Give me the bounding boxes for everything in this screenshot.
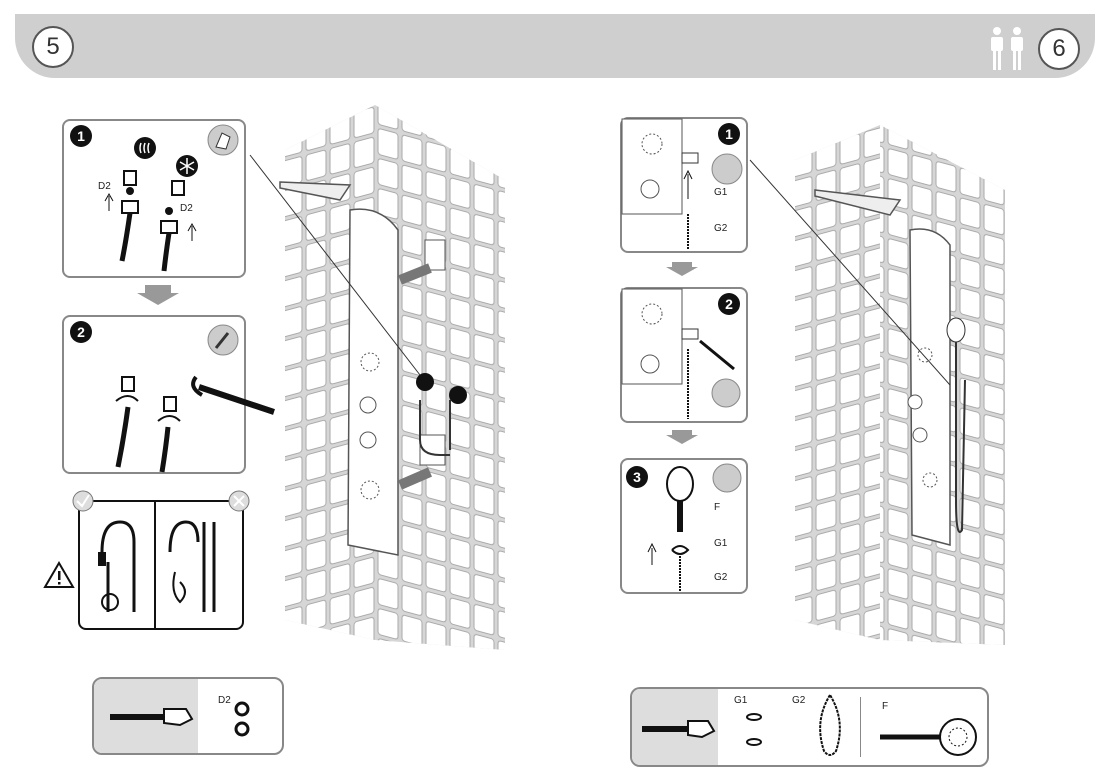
step-number-right: 6 — [1038, 28, 1080, 70]
d2-washers-icon — [234, 701, 250, 737]
right-step-3-panel: 3 F G1 G2 — [620, 458, 748, 594]
f-hand-shower-icon — [880, 718, 977, 756]
wrench-icon — [110, 708, 194, 727]
correct-incorrect-hose-illustration — [98, 520, 216, 612]
toolbox-d2-label: D2 — [218, 695, 231, 706]
down-arrow-1 — [137, 285, 179, 305]
hand-shower-bracket-illustration — [621, 118, 743, 249]
tile-wall-right-illustration — [749, 125, 1005, 645]
left-step-1-panel: 1 D2 D2 — [62, 119, 246, 278]
header-bar — [15, 14, 1095, 78]
warning-icon — [43, 561, 75, 588]
left-step-1-badge: 1 — [70, 125, 92, 147]
wrench-bracket-illustration — [621, 288, 741, 419]
g1-washers-icon — [746, 713, 762, 746]
right-tools-parts-box: G1 G2 F — [630, 687, 989, 767]
left-step-2-panel: 2 — [62, 315, 275, 474]
right-step-1-panel: 1 G1 G2 — [620, 117, 748, 253]
hand-shower-attach-illustration — [647, 463, 742, 592]
two-persons-icon — [991, 27, 1023, 70]
hose-connection-illustration — [104, 170, 197, 272]
left-step-2-badge: 2 — [70, 321, 92, 343]
wrench-tighten-icon — [207, 324, 239, 356]
g1-label-step3: G1 — [714, 538, 728, 549]
hand-tighten-icon — [207, 124, 239, 156]
g2-label: G2 — [714, 223, 728, 234]
toolbox-f-label: F — [882, 701, 889, 712]
wrench-hose-illustration — [115, 375, 275, 473]
check-icon — [72, 490, 94, 512]
g2-label-step3: G2 — [714, 572, 728, 583]
hot-water-icon — [134, 137, 156, 159]
cross-icon — [228, 490, 250, 512]
cold-water-icon — [176, 155, 198, 177]
right-step-2-badge: 2 — [718, 293, 740, 315]
d2-label-right: D2 — [180, 203, 193, 214]
down-arrow-3 — [666, 430, 698, 444]
tile-wall-left-illustration — [249, 105, 505, 650]
toolbox-g1-label: G1 — [734, 695, 748, 706]
d2-label-left: D2 — [98, 181, 111, 192]
right-step-1-badge: 1 — [718, 123, 740, 145]
down-arrow-2 — [666, 262, 698, 276]
wrench-icon-right — [642, 720, 716, 739]
hose-do-dont-panel — [72, 490, 250, 630]
g1-label: G1 — [714, 187, 728, 198]
right-step-2-panel: 2 — [620, 287, 748, 423]
left-tools-parts-box: D2 — [92, 677, 284, 755]
step-number-left: 5 — [32, 26, 74, 68]
g2-hose-icon — [819, 694, 841, 756]
right-step-3-badge: 3 — [626, 466, 648, 488]
f-label: F — [714, 502, 721, 513]
toolbox-g2-label: G2 — [792, 695, 806, 706]
